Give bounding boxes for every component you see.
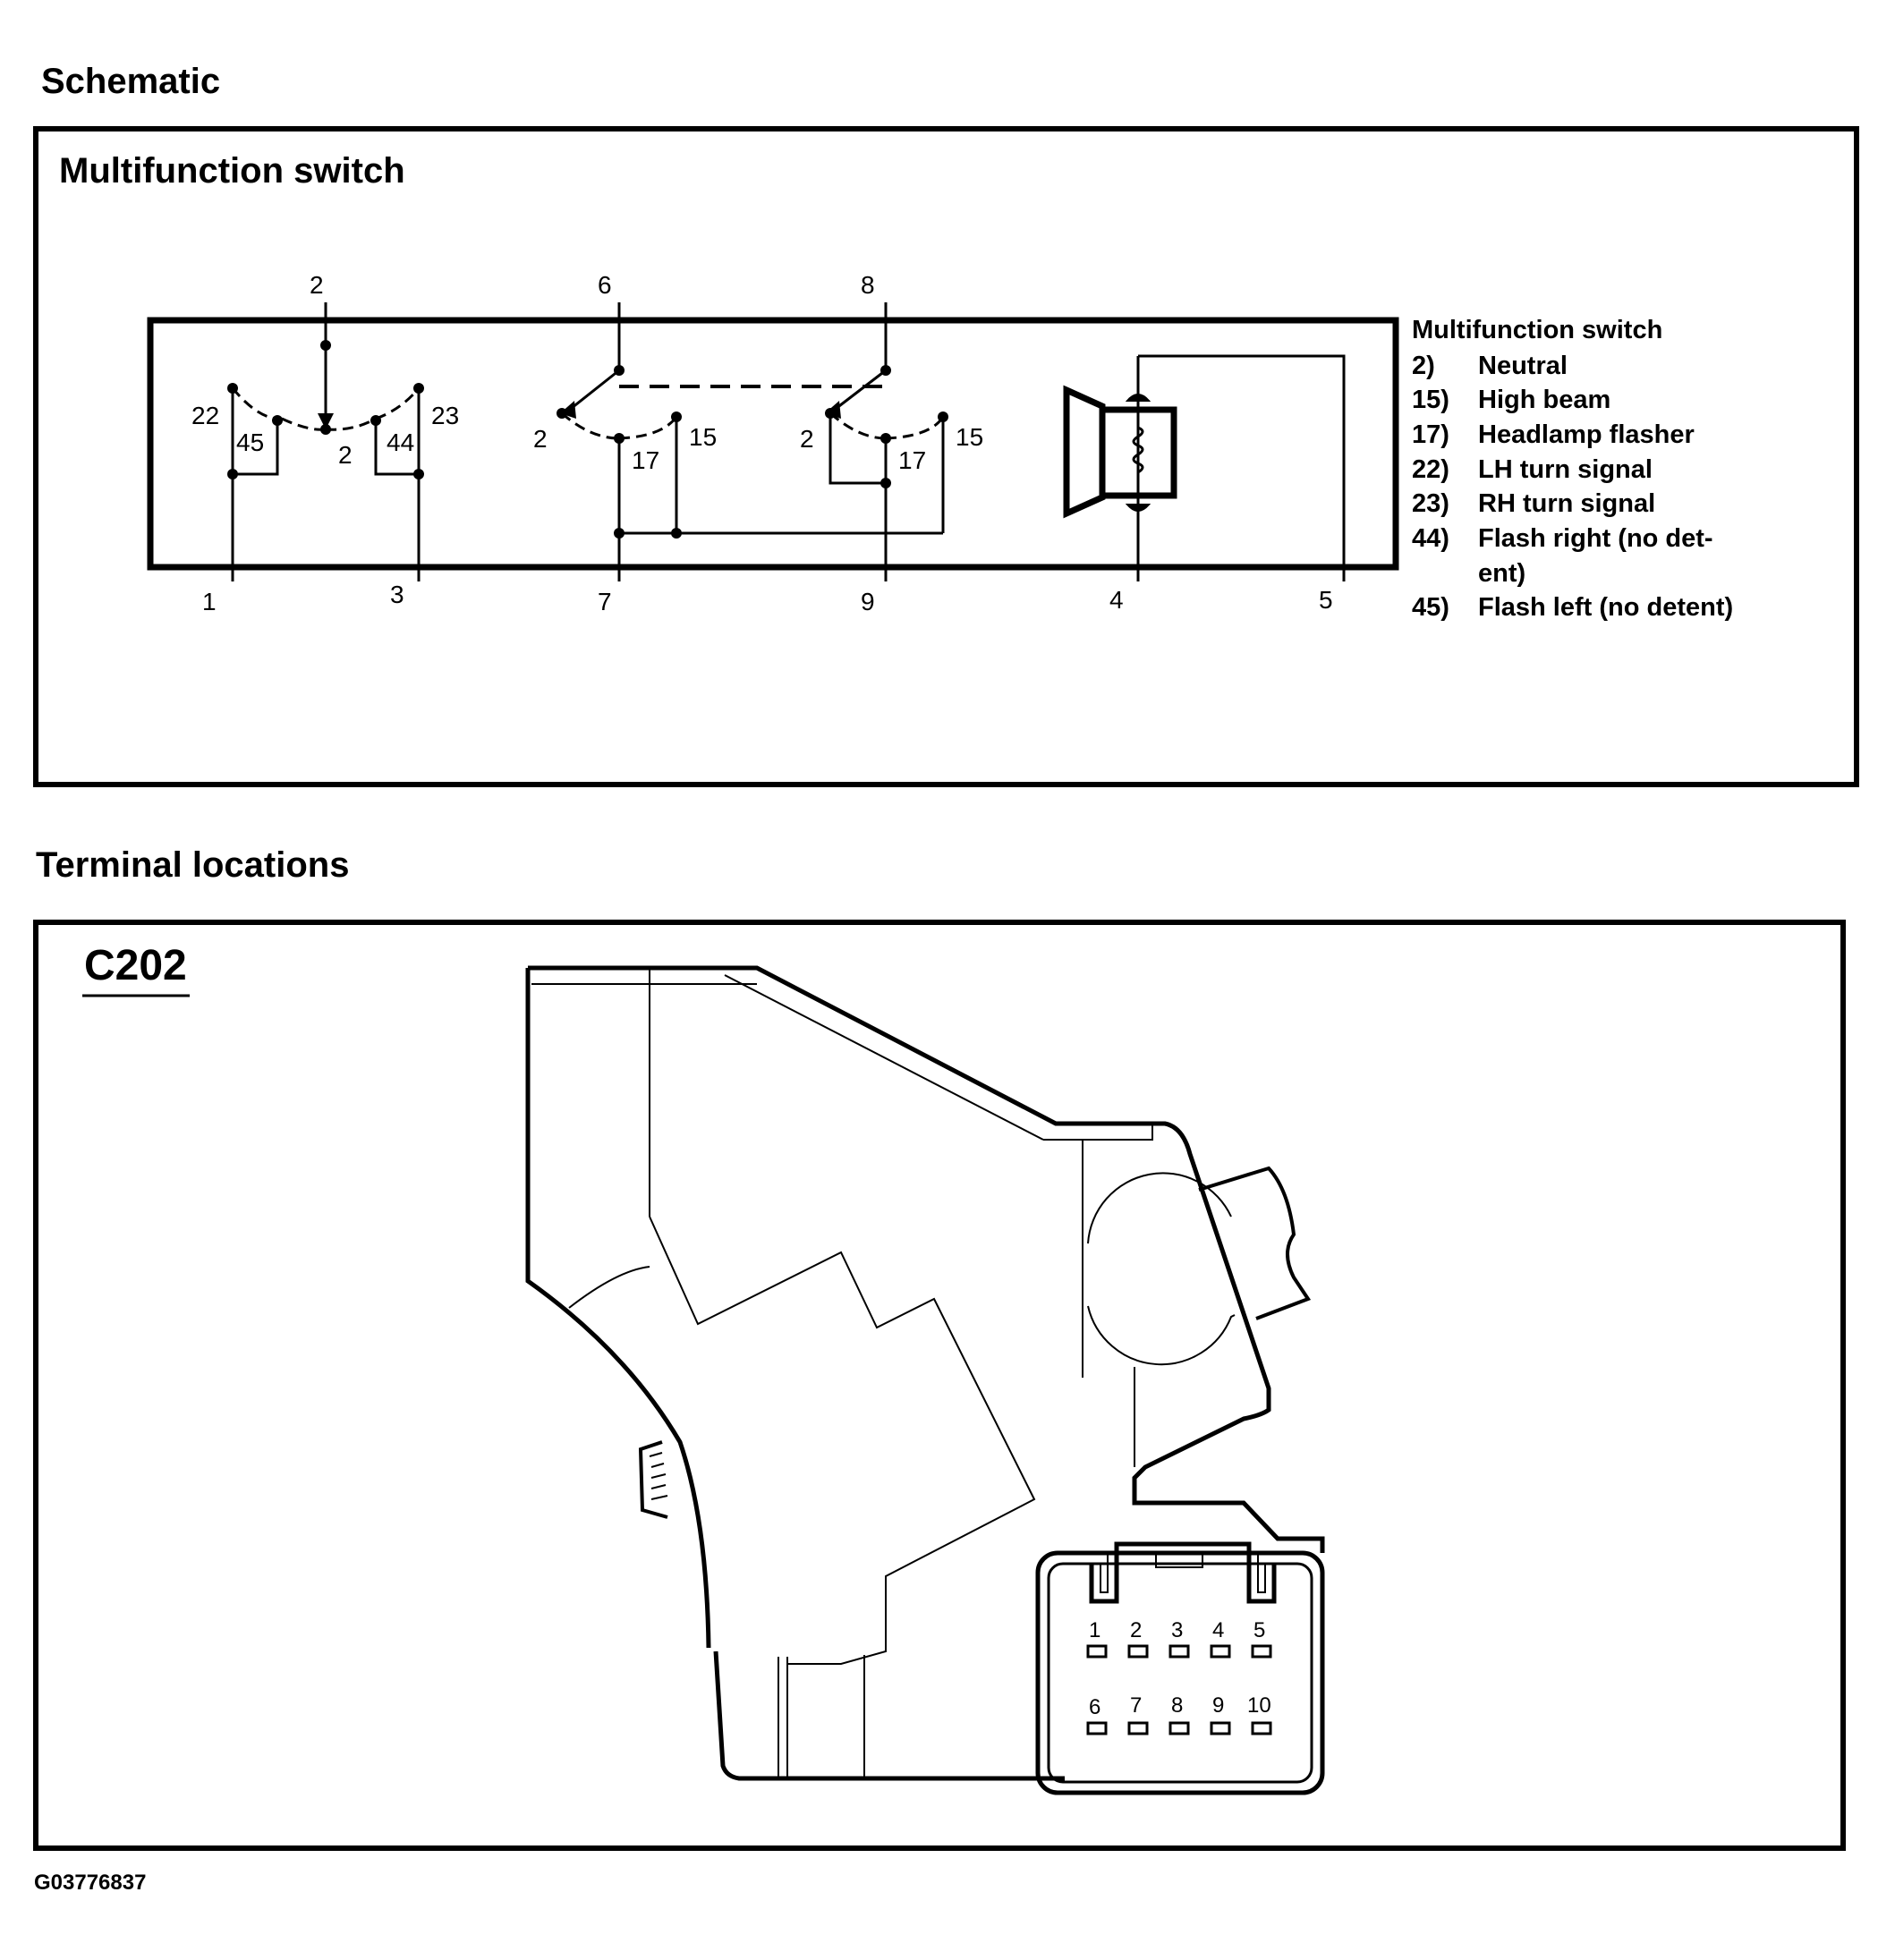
legend-text: Headlamp flasher (1478, 420, 1695, 449)
legend-code: 17) (1412, 420, 1449, 449)
legend-code: 23) (1412, 489, 1449, 518)
pin-number: 1 (1089, 1618, 1100, 1642)
pin-number: 5 (1253, 1618, 1265, 1642)
legend-text: High beam (1478, 386, 1610, 414)
pin-number: 2 (1130, 1618, 1142, 1642)
pin-number: 8 (1171, 1693, 1183, 1718)
terminal-2-label: 2 (310, 271, 324, 299)
legend: Multifunction switch 2) Neutral 15) High… (1412, 316, 1733, 622)
schematic-frame (33, 126, 1859, 787)
terminal-6-label: 6 (598, 271, 612, 299)
connector-id: C202 (84, 942, 187, 989)
legend-text: RH turn signal (1478, 489, 1655, 518)
terminal-9-label: 9 (861, 588, 875, 615)
c202-connector-face (1035, 1541, 1325, 1795)
pos-2-left-label: 2 (533, 425, 548, 453)
pos-17-right-label: 17 (898, 446, 926, 474)
switch-body-outline (147, 317, 1399, 571)
terminal-frame (33, 920, 1846, 1851)
pos-45-label: 45 (236, 428, 264, 456)
legend-code: 44) (1412, 524, 1449, 553)
legend-code: 2) (1412, 352, 1435, 380)
pin-number: 3 (1171, 1618, 1183, 1642)
switch-housing-drawing (525, 965, 1325, 1781)
legend-title: Multifunction switch (1412, 316, 1662, 344)
terminal-numbers: 2 6 8 1 3 7 9 4 5 (202, 271, 1333, 615)
pin-number: 9 (1212, 1693, 1224, 1718)
pin-number: 10 (1247, 1693, 1271, 1718)
pos-17-left-label: 17 (632, 446, 659, 474)
terminal-8-label: 8 (861, 271, 875, 299)
pin-number: 6 (1089, 1695, 1100, 1719)
pos-23-label: 23 (431, 402, 459, 429)
pos-15-left-label: 15 (689, 423, 717, 451)
terminal-5-label: 5 (1319, 586, 1333, 614)
terminal-4-label: 4 (1109, 586, 1124, 614)
horn-symbol (1063, 354, 1346, 581)
schematic-heading: Schematic (41, 62, 220, 101)
terminal-locations-heading: Terminal locations (36, 845, 349, 885)
headlamp-nodes (557, 365, 948, 539)
legend-text: Flash left (no detent) (1478, 593, 1733, 622)
terminal-3-label: 3 (390, 581, 404, 608)
legend-code: 22) (1412, 455, 1449, 484)
terminal-1-label: 1 (202, 588, 217, 615)
schematic-box-title: Multifunction switch (59, 151, 405, 191)
legend-text-cont: ent) (1478, 559, 1525, 588)
switch-position-labels: 22 45 2 44 23 2 17 15 2 17 15 (191, 402, 983, 474)
pin-number: 4 (1212, 1618, 1224, 1642)
legend-code: 15) (1412, 386, 1449, 414)
pos-15-right-label: 15 (956, 423, 983, 451)
legend-text: Neutral (1478, 352, 1568, 380)
connector-pin-numbers: 1 2 3 4 5 6 7 8 9 10 (1089, 1618, 1271, 1719)
pos-2-turn-label: 2 (338, 441, 353, 469)
legend-text: LH turn signal (1478, 455, 1653, 484)
pin-number: 7 (1130, 1693, 1142, 1718)
pos-2-right-label: 2 (800, 425, 814, 453)
pos-44-label: 44 (387, 428, 414, 456)
turn-signal-nodes (227, 340, 424, 479)
legend-code: 45) (1412, 593, 1449, 622)
legend-text: Flash right (no det- (1478, 524, 1713, 553)
terminal-7-label: 7 (598, 588, 612, 615)
figure-id: G03776837 (34, 1871, 146, 1895)
pos-22-label: 22 (191, 402, 219, 429)
